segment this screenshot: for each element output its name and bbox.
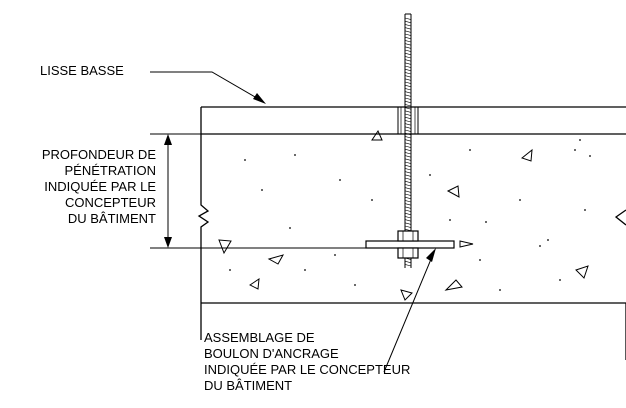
dimension-arrows [164,134,172,248]
sill-plate-label: LISSE BASSE [40,63,124,78]
concrete-dots [229,139,591,291]
penetration-depth-line: INDIQUÉE PAR LE [44,179,156,194]
sill-leader [150,71,263,102]
anchor-leader [383,251,435,373]
anchor-assembly-line: DU BÂTIMENT [204,378,293,393]
anchor-bolt [397,13,419,268]
penetration-depth-label: PROFONDEUR DE PÉNÉTRATION INDIQUÉE PAR L… [4,147,156,227]
penetration-depth-line: DU BÂTIMENT [67,211,156,226]
anchor-assembly-line: ASSEMBLAGE DE [204,330,315,345]
anchor-assembly-label: ASSEMBLAGE DE BOULON D'ANCRAGE INDIQUÉE … [204,330,410,394]
penetration-depth-line: CONCEPTEUR [64,195,156,210]
penetration-depth-line: PÉNÉTRATION [64,163,157,178]
concrete-hatch [218,129,589,301]
sill-plate [200,106,626,134]
anchor-plate-arrow [459,240,474,248]
anchor-assembly-line: BOULON D'ANCRAGE [204,346,339,361]
anchor-assembly-line: INDIQUÉE PAR LE CONCEPTEUR [204,362,411,377]
depth-dimension [150,133,366,249]
anchor-plate [365,230,455,259]
sill-leader-arrow [253,93,266,104]
penetration-depth-line: PROFONDEUR DE [41,147,156,162]
anchor-leader-arrow [426,248,436,262]
